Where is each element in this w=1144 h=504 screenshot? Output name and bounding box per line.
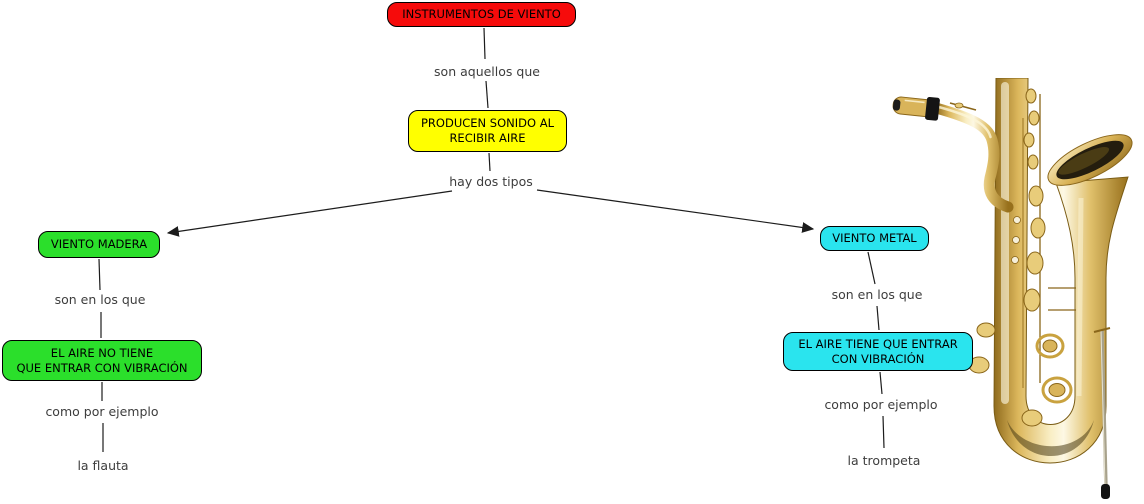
link-label-como-por-ejemplo-right: como por ejemplo [824,397,938,412]
node-aire-con-vibracion[interactable]: EL AIRE TIENE QUE ENTRAR CON VIBRACIÓN [783,332,973,371]
node-viento-metal[interactable]: VIENTO METAL [820,226,929,251]
node-la-flauta: la flauta [77,458,129,473]
link-label-como-por-ejemplo-left: como por ejemplo [45,404,159,419]
node-aire-sin-vibracion[interactable]: EL AIRE NO TIENE QUE ENTRAR CON VIBRACIÓ… [2,340,202,381]
node-la-trompeta: la trompeta [847,453,921,468]
link-label-son-aquellos-que: son aquellos que [434,64,540,79]
node-producen-sonido[interactable]: PRODUCEN SONIDO AL RECIBIR AIRE [408,110,567,152]
node-viento-madera[interactable]: VIENTO MADERA [38,231,160,258]
link-label-son-en-los-que-right: son en los que [831,287,923,302]
link-label-son-en-los-que-left: son en los que [54,292,146,307]
node-instrumentos-de-viento[interactable]: INSTRUMENTOS DE VIENTO [387,2,576,27]
link-label-hay-dos-tipos: hay dos tipos [449,174,533,189]
